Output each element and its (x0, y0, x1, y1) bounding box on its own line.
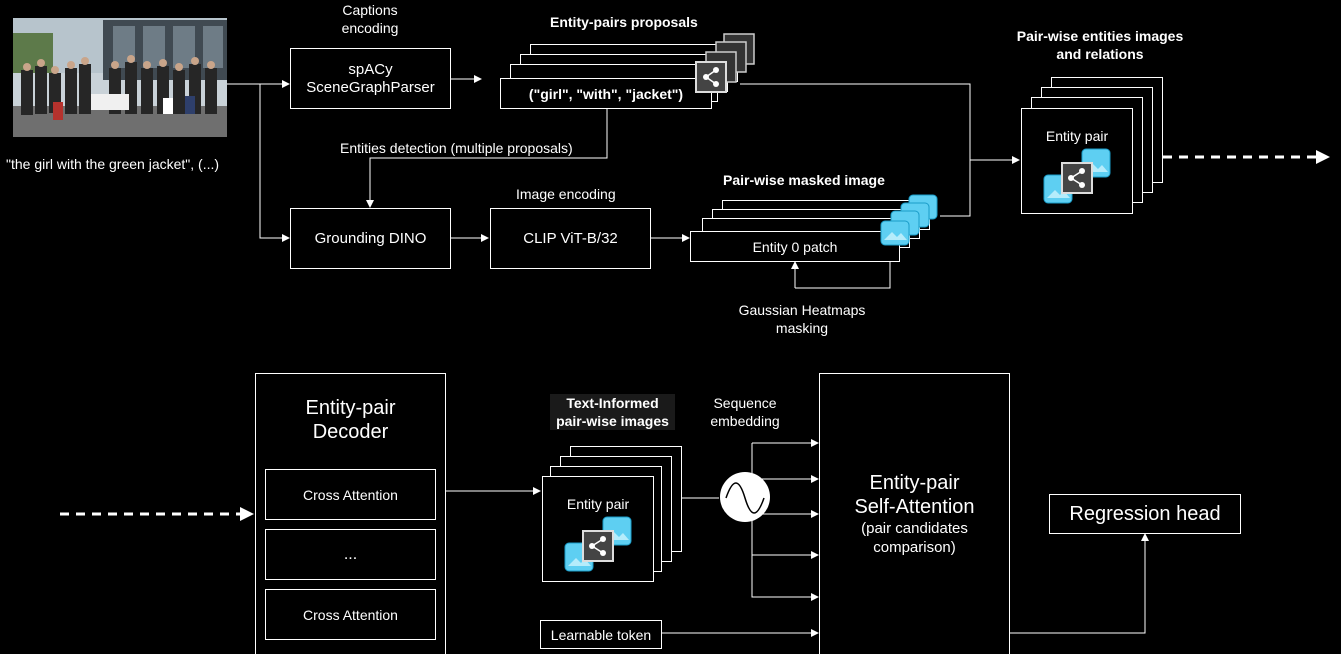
cross-attention-block-1: Cross Attention (265, 469, 436, 520)
grounding-dino-node: Grounding DINO (290, 208, 451, 269)
entity-pair-icon (1043, 148, 1111, 204)
entity-pairs-proposals-label: Entity-pairs proposals (550, 14, 698, 30)
entities-detection-label: Entities detection (multiple proposals) (340, 140, 573, 156)
triplet-card: ("girl", "with", "jacket") (500, 78, 712, 109)
line-patches-to-merge (940, 160, 971, 217)
clip-node: CLIP ViT-B/32 (490, 208, 651, 269)
arrow-proposals-to-dino (366, 108, 608, 208)
entity-pair-self-attention: Entity-pair Self-Attention (pair candida… (819, 373, 1010, 654)
pair-wise-masked-image-label: Pair-wise masked image (723, 172, 885, 188)
photo-banner (91, 94, 129, 110)
learnable-token-node: Learnable token (540, 620, 662, 649)
cross-attention-block-2: Cross Attention (265, 589, 436, 640)
entity-pair-card-top: Entity pair (1021, 108, 1133, 214)
image-encoding-label: Image encoding (516, 186, 616, 202)
dashed-arrow-out-head (1316, 150, 1330, 164)
entity-pair-top-label: Entity pair (1045, 128, 1109, 144)
line-proposals-to-merge (740, 83, 971, 160)
ellipsis-block: ... (265, 529, 436, 580)
image-icon-stack (880, 194, 938, 246)
entity-pair-card-bottom: Entity pair (542, 476, 654, 582)
entity-patch-card: Entity 0 patch (690, 231, 900, 262)
share-icon-stack (695, 33, 755, 93)
entity-pair-icon-bottom (564, 516, 632, 572)
arrow-image-to-dino (259, 84, 290, 242)
image-caption: "the girl with the green jacket", (...) (6, 156, 220, 172)
regression-head-node: Regression head (1049, 494, 1241, 534)
dashed-arrow-in-head (240, 507, 254, 521)
arrow-embed-5 (751, 443, 819, 601)
gaussian-loop-line (795, 262, 891, 289)
arrow-self-attention-to-regression (1010, 533, 1149, 634)
input-photo (13, 18, 227, 137)
entity-pair-bottom-label: Entity pair (566, 496, 630, 512)
sine-wave-icon (725, 482, 765, 514)
